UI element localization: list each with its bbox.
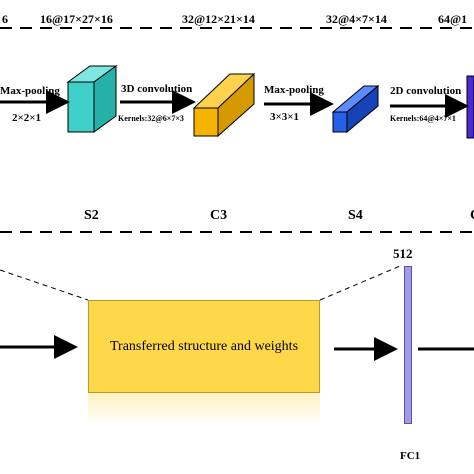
block-c3-cuboid [192, 72, 256, 138]
stage-label-s4: S4 [348, 208, 363, 223]
dim-label-c3: 32@12×21×14 [182, 12, 255, 26]
op-maxpool-2-name: Max-pooling [264, 84, 324, 96]
transferred-structure-box: Transferred structure and weights [88, 300, 320, 393]
dashed-connector-left [0, 269, 89, 301]
block-c5-edge [466, 75, 474, 139]
dim-label-s4: 32@4×7×14 [326, 12, 387, 26]
box-reflection [88, 393, 320, 427]
stage-label-c5: C [470, 208, 474, 224]
op-maxpool-1-name: Max-pooling [0, 85, 60, 97]
stage-label-s2: S2 [84, 208, 99, 223]
op-maxpool-1-param: 2×2×1 [12, 112, 42, 124]
dashed-connector-right [319, 265, 401, 301]
fc1-bar [404, 266, 412, 424]
op-conv2d-param: Kernels:64@4×7×1 [390, 114, 456, 123]
op-maxpool-2-param: 3×3×1 [270, 111, 300, 123]
block-s4-cuboid [331, 84, 380, 134]
transferred-structure-label: Transferred structure and weights [109, 338, 299, 354]
op-conv3d-param: Kernels:32@6×7×3 [118, 114, 184, 123]
fc1-size-label: 512 [393, 246, 413, 261]
block-s2-cube [66, 65, 118, 133]
stage-label-c3: C3 [210, 208, 228, 223]
dim-label-s2: 16@17×27×16 [40, 12, 113, 26]
dim-label-c5: 64@1 [438, 12, 468, 26]
fc1-label: FC1 [400, 450, 421, 462]
dim-label-0: 6 [2, 12, 8, 26]
op-conv2d-name: 2D convolution [390, 85, 462, 97]
